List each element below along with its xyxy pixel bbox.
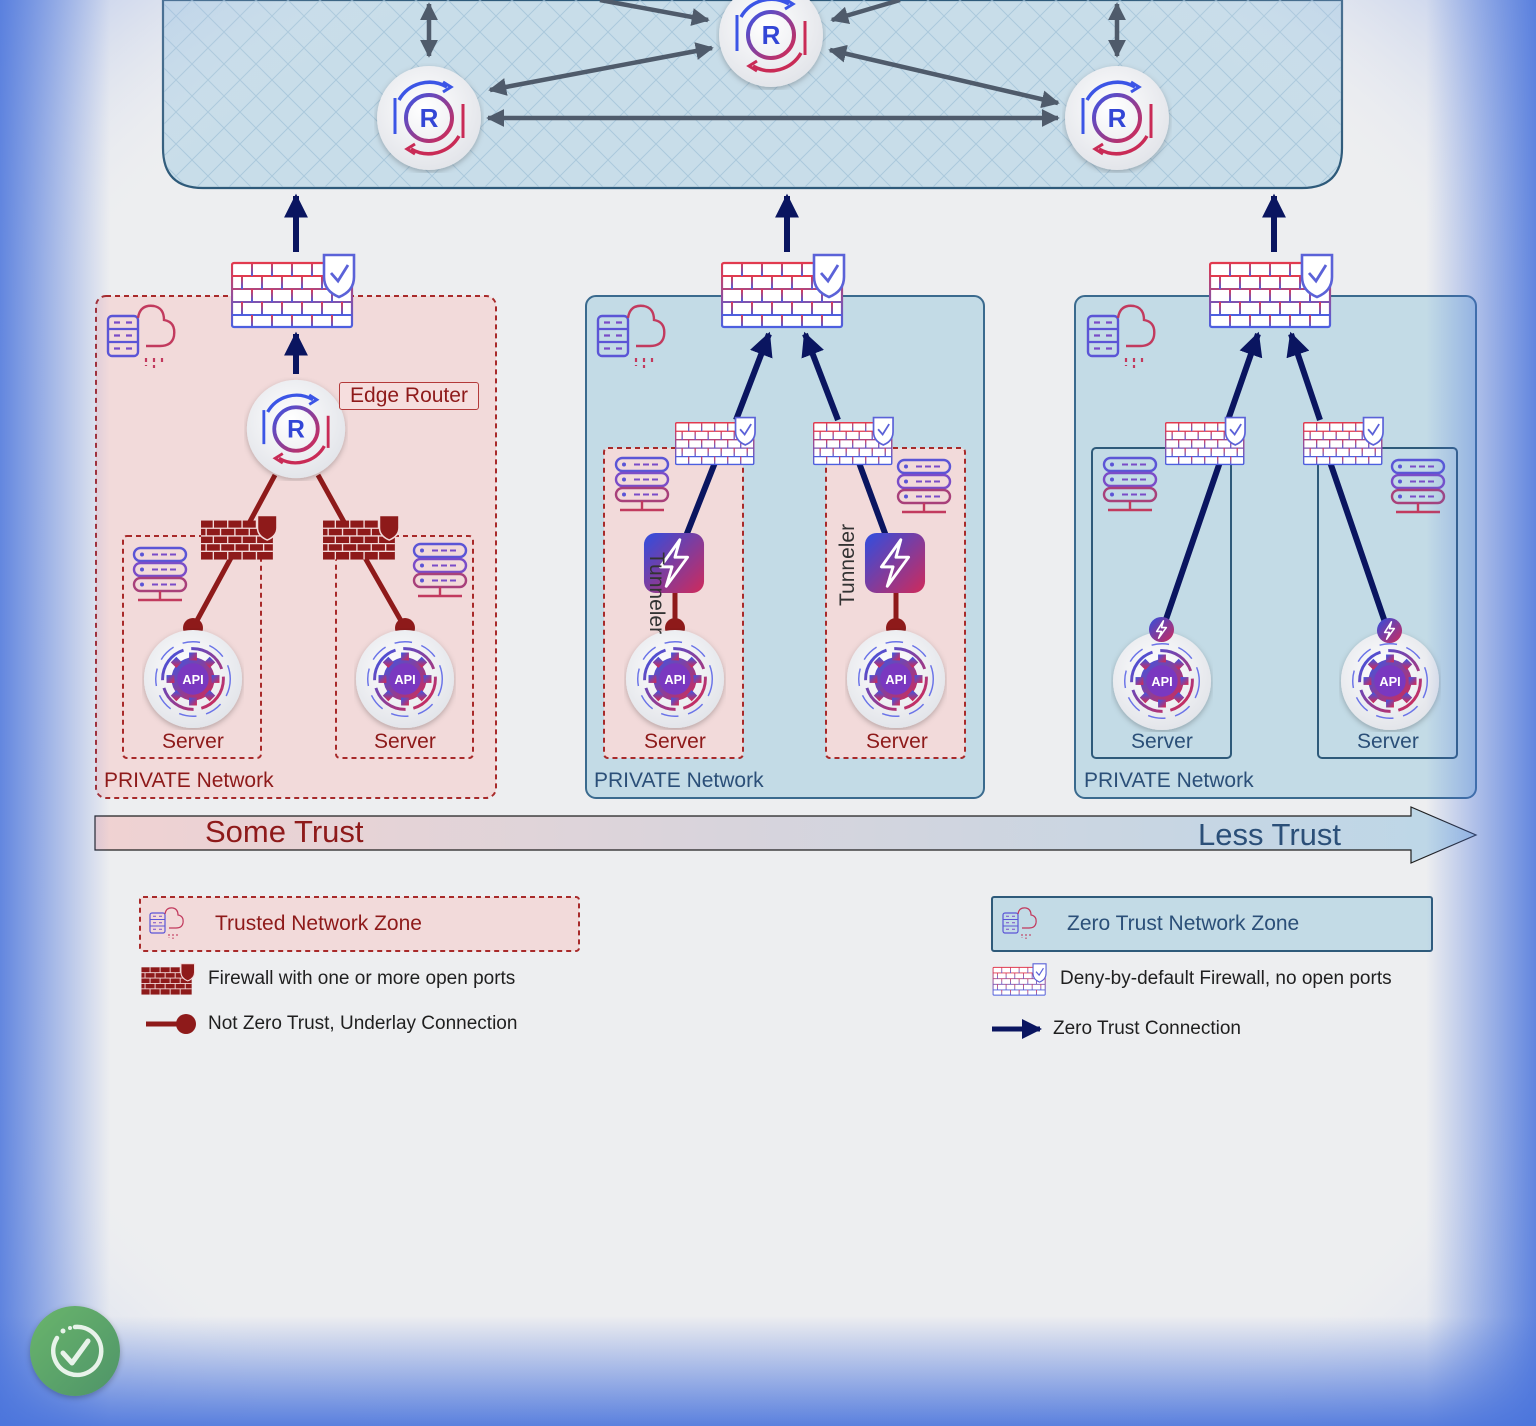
api-server-icon: [847, 630, 945, 728]
deny-firewall-icon: [675, 416, 756, 466]
api-server-icon: [1113, 632, 1211, 730]
deny-firewall-icon: [721, 253, 846, 329]
private-network-label: PRIVATE Network: [594, 769, 764, 792]
checkmark-badge-icon[interactable]: [30, 1306, 120, 1396]
deny-firewall-icon: [1303, 416, 1384, 466]
embedded-tunneler-icon: [1148, 616, 1175, 643]
deny-firewall-icon: [813, 416, 894, 466]
server-label: Server: [162, 730, 224, 753]
api-server-icon: [356, 630, 454, 728]
deny-firewall-icon: [1165, 416, 1246, 466]
edge-router-label: Edge Router: [339, 382, 479, 410]
server-label: Server: [374, 730, 436, 753]
legend-deny-firewall-label: Deny-by-default Firewall, no open ports: [1060, 968, 1392, 989]
tunneler-icon: [864, 532, 926, 594]
open-firewall-icon: [200, 514, 278, 561]
legend-trusted-zone-label: Trusted Network Zone: [215, 912, 422, 935]
api-server-icon: [144, 630, 242, 728]
deny-firewall-icon: [1209, 253, 1334, 329]
tunneler-label: Tunneler: [645, 552, 668, 635]
embedded-tunneler-icon: [1376, 617, 1403, 644]
legend-zero-trust-zone-label: Zero Trust Network Zone: [1067, 912, 1300, 935]
server-label: Server: [866, 730, 928, 753]
open-firewall-icon: [322, 514, 400, 561]
private-network-zone-right: [1074, 295, 1477, 799]
deny-firewall-icon: [231, 253, 356, 329]
server-label: Server: [644, 730, 706, 753]
fabric-router-icon-right: [1065, 66, 1169, 170]
less-trust-label: Less Trust: [1198, 817, 1341, 852]
server-label: Server: [1131, 730, 1193, 753]
deny-firewall-icon: [992, 963, 1047, 996]
api-server-icon: [1341, 632, 1439, 730]
private-network-label: PRIVATE Network: [104, 769, 274, 792]
legend-open-firewall-label: Firewall with one or more open ports: [208, 968, 516, 989]
tunneler-label: Tunneler: [836, 523, 859, 606]
fabric-router-icon-left: [377, 66, 481, 170]
legend-underlay-label: Not Zero Trust, Underlay Connection: [208, 1013, 518, 1034]
private-network-label: PRIVATE Network: [1084, 769, 1254, 792]
server-label: Server: [1357, 730, 1419, 753]
edge-router-icon: [247, 380, 345, 478]
legend-zero-trust-connection-label: Zero Trust Connection: [1053, 1018, 1241, 1039]
api-server-icon: [626, 630, 724, 728]
some-trust-label: Some Trust: [205, 814, 364, 849]
open-firewall-icon: [140, 963, 196, 996]
